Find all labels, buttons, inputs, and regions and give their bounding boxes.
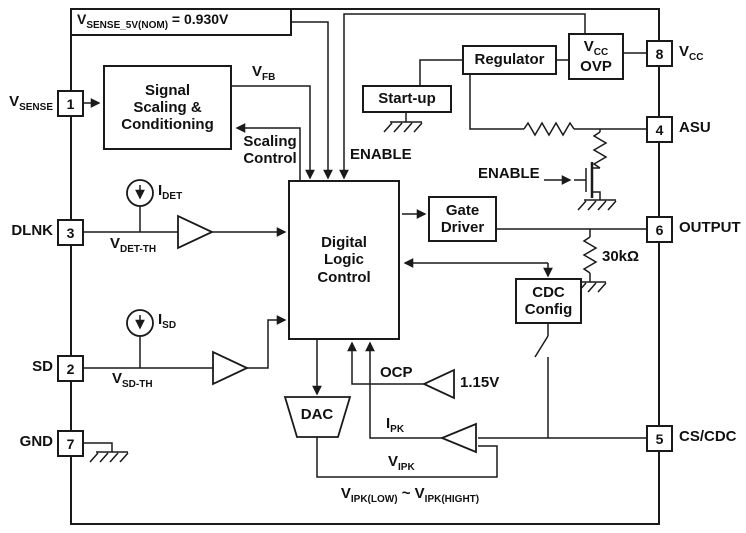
comparator-ipk	[439, 422, 477, 454]
label-ipk: IPK	[386, 415, 405, 435]
block-dac-label: DAC	[300, 406, 334, 423]
pin-4-number: 4	[655, 121, 664, 138]
pin-3-number: 3	[66, 224, 75, 241]
pin-label-cs-cdc: CS/CDC	[679, 428, 737, 445]
pin-6-number: 6	[655, 221, 664, 238]
wire-gnd-pin	[84, 442, 113, 452]
block-regulator-label: Regulator	[474, 51, 545, 69]
pin-7-number: 7	[66, 435, 75, 452]
block-digital-logic-label: Digital Logic Control	[317, 234, 371, 286]
pin-8: 8	[646, 40, 673, 67]
wire-vsense-ref	[292, 21, 333, 180]
symbols	[89, 121, 617, 463]
pin-label-asu: ASU	[679, 119, 711, 136]
annotation-sub: SENSE_5V(NOM)	[86, 20, 169, 31]
pin-label-gnd: GND	[19, 433, 53, 450]
pin-2-number: 2	[66, 360, 75, 377]
pin-1-number: 1	[66, 95, 75, 112]
wire-enable-top	[339, 13, 586, 180]
label-vfb: VFB	[252, 63, 276, 83]
pin-label-sd: SD	[32, 358, 53, 375]
label-1v15-ref: 1.15V	[460, 374, 500, 391]
wire-asu	[469, 75, 646, 130]
label-scaling-control: Scaling Control	[243, 133, 297, 167]
block-startup: Start-up	[362, 85, 452, 113]
block-regulator: Regulator	[462, 45, 557, 75]
resistor-30k	[582, 236, 598, 274]
label-vdet-th: VDET-TH	[110, 235, 157, 255]
wire-ocp-out	[347, 341, 424, 385]
wire-regulator-startup	[419, 59, 462, 85]
cdc-switch	[534, 324, 549, 438]
block-vcc-ovp: VCC OVP	[568, 33, 624, 80]
wire-vipk	[316, 437, 498, 478]
vcc-ovp-base: V	[583, 37, 594, 55]
label-ocp: OCP	[380, 364, 413, 381]
block-vcc-ovp-label: VCC OVP	[580, 38, 612, 76]
block-digital-logic: Digital Logic Control	[288, 180, 400, 340]
pin-label-dlnk: DLNK	[11, 222, 53, 239]
comparator-ocp	[421, 368, 455, 400]
comparator-sd	[212, 350, 250, 386]
pin-8-number: 8	[655, 45, 664, 62]
annotation-suffix: = 0.930V	[168, 11, 229, 27]
fet-source-lead	[592, 191, 601, 200]
switch-blade	[534, 335, 549, 358]
label-enable-fet: ENABLE	[478, 165, 540, 182]
block-cdc-config: CDC Config	[515, 278, 582, 324]
block-gate-driver-label: Gate Driver	[440, 201, 485, 236]
vcc-ovp-sub: CC	[593, 46, 609, 58]
vcc-ovp-line2: OVP	[580, 58, 612, 76]
wire-ipk-out	[365, 341, 442, 439]
ground-startup	[383, 121, 423, 133]
label-idet: IDET	[158, 182, 183, 202]
pin-7: 7	[57, 430, 84, 457]
resistor-fet-drain	[592, 131, 608, 169]
mosfet	[574, 162, 601, 200]
label-vipk: VIPK	[388, 453, 415, 473]
block-signal-scaling-label: Signal Scaling & Conditioning	[121, 81, 214, 134]
label-enable-top: ENABLE	[350, 146, 412, 163]
pin-4: 4	[646, 116, 673, 143]
label-isd: ISD	[158, 311, 177, 331]
block-gate-driver: Gate Driver	[428, 196, 497, 242]
wires	[84, 13, 646, 478]
block-startup-label: Start-up	[378, 90, 436, 108]
pin-3: 3	[57, 219, 84, 246]
comparator-det	[177, 214, 215, 250]
ground-fet	[577, 199, 617, 211]
block-signal-scaling: Signal Scaling & Conditioning	[103, 65, 232, 150]
pin-1: 1	[57, 90, 84, 117]
label-vsd-th: VSD-TH	[112, 370, 153, 390]
pin-6: 6	[646, 216, 673, 243]
pin-5: 5	[646, 425, 673, 452]
resistor-asu	[523, 121, 575, 137]
wire-vfb	[232, 85, 315, 180]
wire-sd-out	[247, 315, 287, 369]
pin-label-output: OUTPUT	[679, 219, 741, 236]
ground-pin7	[89, 451, 129, 463]
vsense-nominal-annotation: VSENSE_5V(NOM) = 0.930V	[77, 11, 229, 31]
pin-5-number: 5	[655, 430, 664, 447]
pin-2: 2	[57, 355, 84, 382]
annotation-box	[70, 8, 292, 36]
annotation-base: V	[77, 11, 87, 27]
pin-label-vsense: VSENSE	[9, 93, 53, 113]
dac-shape	[283, 396, 352, 438]
block-cdc-config-label: CDC Config	[524, 283, 573, 318]
pin-label-vcc: VCC	[679, 43, 704, 63]
chip-boundary	[70, 8, 660, 525]
label-30k-resistor: 30kΩ	[602, 248, 640, 265]
label-vipk-range: VIPK(LOW) ~ VIPK(HIGHT)	[340, 485, 480, 505]
wire-scaling-control	[235, 123, 301, 180]
